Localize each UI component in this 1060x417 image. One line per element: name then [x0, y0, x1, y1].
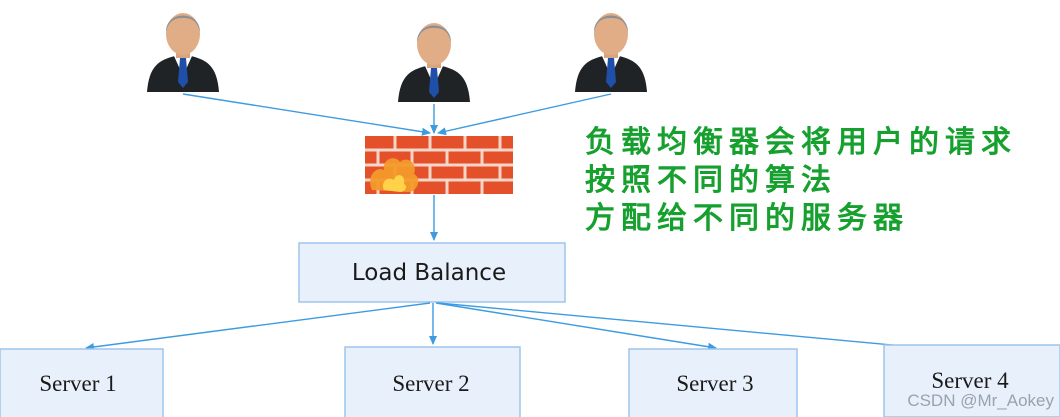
user-icon — [147, 13, 219, 92]
user-icon — [398, 23, 470, 102]
firewall-icon — [365, 136, 513, 194]
user-icon — [575, 13, 647, 92]
load-balancer-label: Load Balance — [352, 260, 506, 286]
connector-arrow — [437, 93, 612, 136]
watermark: CSDN @Mr_Aokey — [907, 391, 1054, 410]
annotation-line: 方配给不同的服务器 — [585, 201, 909, 236]
server-box: Server 2 — [344, 346, 521, 417]
server-box: Server 1 — [0, 348, 164, 417]
annotation-line: 负载均衡器会将用户的请求 — [585, 125, 1017, 160]
annotation-line: 按照不同的算法 — [585, 163, 837, 198]
connector-arrow — [85, 302, 431, 351]
server-box: Server 3 — [628, 348, 798, 417]
server-box: Server 4 — [883, 344, 1060, 417]
server-label: Server 4 — [931, 368, 1009, 393]
connector-arrow — [437, 302, 969, 356]
connector-arrow — [435, 302, 717, 351]
server-label: Server 2 — [392, 371, 469, 396]
load-balancer-box: Load Balance — [298, 242, 566, 303]
server-label: Server 1 — [39, 371, 116, 396]
annotation-text: 负载均衡器会将用户的请求 按照不同的算法 方配给不同的服务器 — [585, 124, 1017, 238]
connector-arrow — [182, 93, 431, 136]
server-label: Server 3 — [676, 371, 753, 396]
